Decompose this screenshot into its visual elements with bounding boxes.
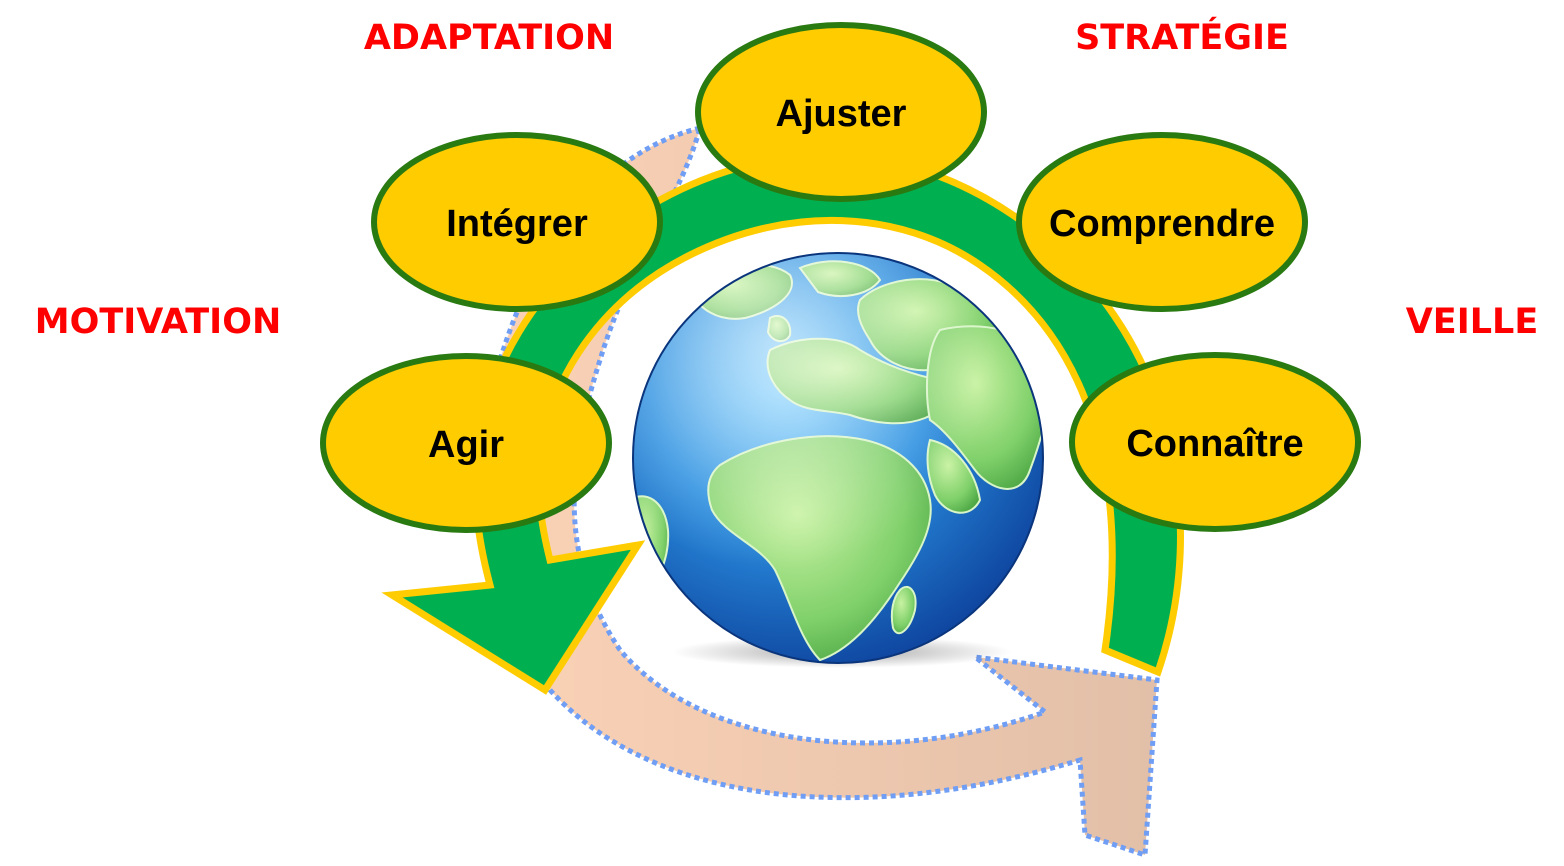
step-ellipse — [1016, 132, 1308, 312]
cycle-step-comprendre: Comprendre — [1016, 132, 1308, 312]
step-label-comprendre: Comprendre — [1049, 203, 1275, 245]
cycle-step-integrer: Intégrer — [371, 132, 663, 312]
label-adaptation: ADAPTATION — [364, 18, 614, 58]
label-veille: VEILLE — [1406, 302, 1539, 342]
label-strategie: STRATÉGIE — [1075, 16, 1289, 58]
step-label-ajuster: Ajuster — [776, 93, 907, 135]
step-ellipse — [1069, 352, 1361, 532]
step-ellipse — [695, 22, 987, 202]
earth-globe-icon — [632, 252, 1044, 668]
cycle-step-agir: Agir — [320, 353, 612, 533]
step-label-agir: Agir — [428, 424, 504, 466]
cycle-step-connaitre: Connaître — [1069, 352, 1361, 532]
step-ellipse — [320, 353, 612, 533]
step-label-integrer: Intégrer — [446, 203, 588, 245]
step-label-connaitre: Connaître — [1126, 423, 1303, 465]
cycle-step-ajuster: Ajuster — [695, 22, 987, 202]
label-motivation: MOTIVATION — [35, 302, 282, 342]
step-ellipse — [371, 132, 663, 312]
globe-gloss — [633, 253, 1043, 663]
globe-rim — [632, 252, 1044, 664]
